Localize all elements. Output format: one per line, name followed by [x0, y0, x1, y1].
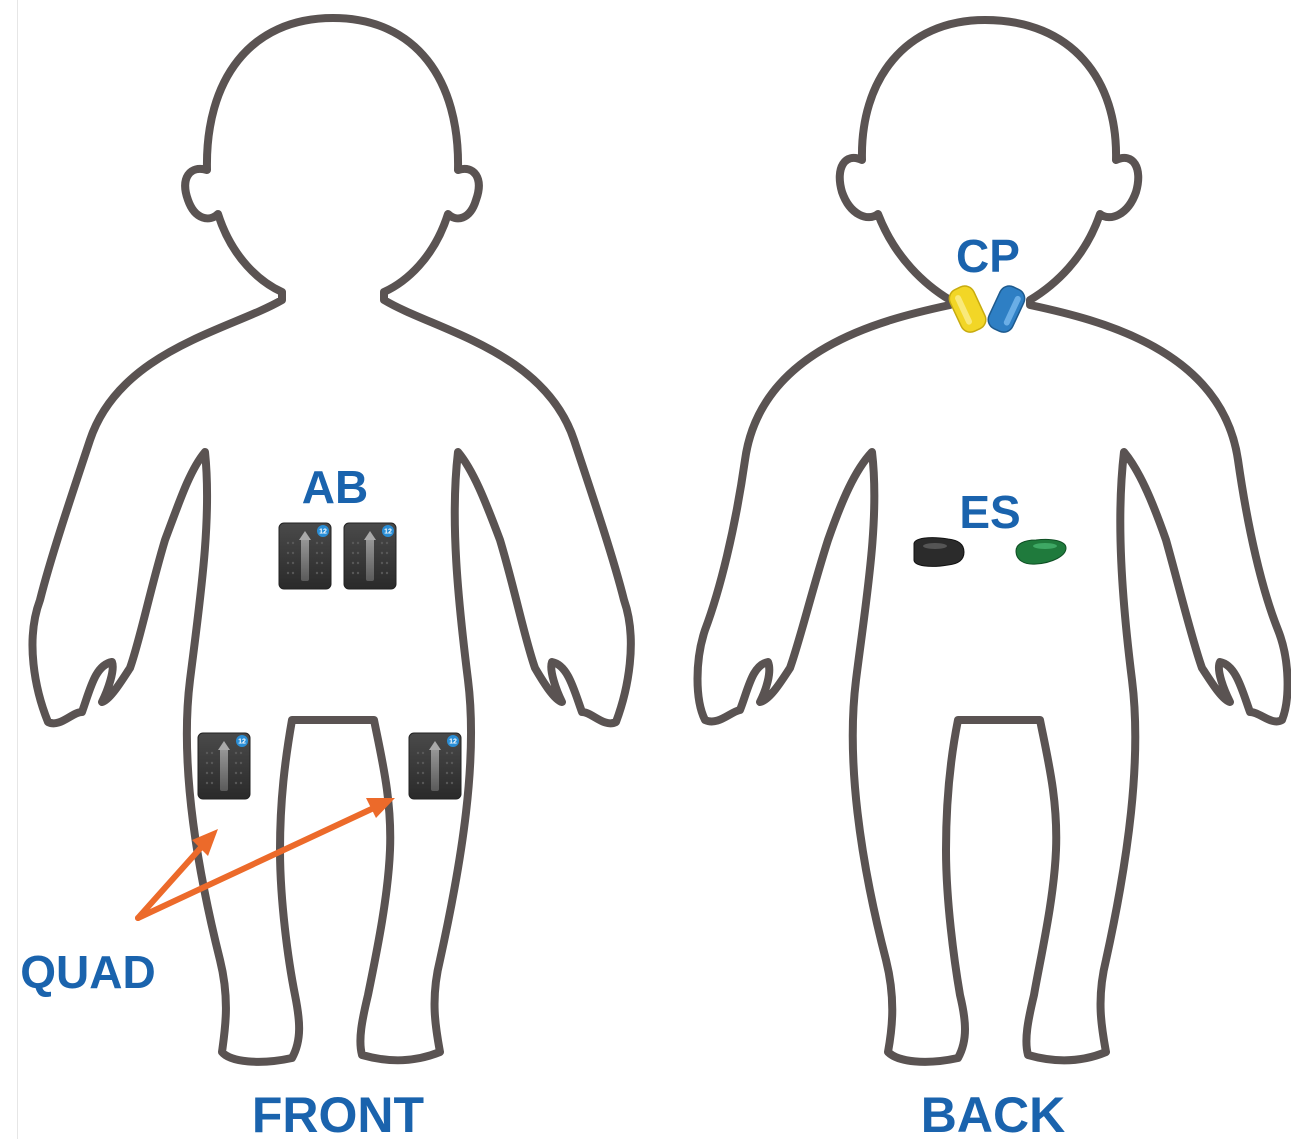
left-border-line: [17, 0, 18, 1139]
cp-sensor-yellow: [946, 283, 989, 336]
es-sensor-green: [1016, 539, 1066, 564]
back-body-outline: [698, 20, 1288, 1062]
quad-arrows: [138, 798, 395, 918]
label-ab: AB: [302, 461, 368, 513]
cp-sensor-blue: [985, 283, 1028, 336]
label-front: FRONT: [252, 1087, 424, 1139]
quad-sensor-right-badge: 12: [449, 739, 457, 746]
label-es: ES: [959, 486, 1020, 538]
label-quad: QUAD: [20, 946, 155, 998]
ab-sensor-right-badge: 12: [384, 529, 392, 536]
label-cp: CP: [956, 230, 1020, 282]
ab-sensor-left-badge: 12: [319, 529, 327, 536]
es-sensor-black: [914, 538, 964, 567]
label-back: BACK: [921, 1087, 1065, 1139]
quad-sensor-left-badge: 12: [238, 739, 246, 746]
front-body-outline: [32, 18, 630, 1062]
